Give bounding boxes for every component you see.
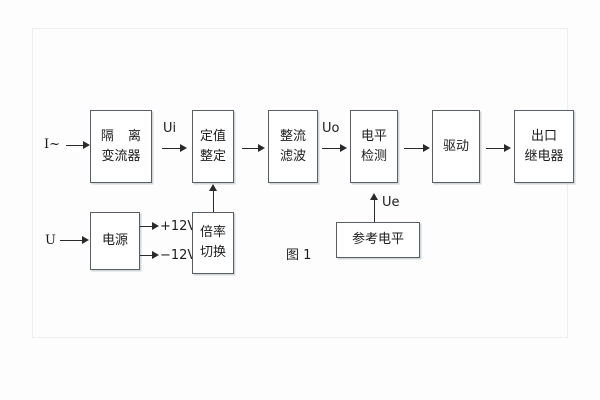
connector-current-to-isolation [66, 145, 84, 146]
block-setting-value-line1: 定值 [199, 128, 226, 144]
block-drive-line1: 驱动 [442, 138, 469, 154]
signal-ue-label: Ue [382, 195, 400, 210]
block-output-relay[interactable]: 出口 继电器 [514, 110, 574, 183]
block-power-supply-line1: 电源 [101, 233, 128, 249]
block-level-detection-line1: 电平 [360, 128, 387, 144]
connector-voltage-to-power [60, 240, 83, 241]
block-drive[interactable]: 驱动 [432, 110, 480, 183]
block-isolation-transformer[interactable]: 隔 离 变流器 [90, 110, 152, 183]
figure-caption: 图 1 [286, 248, 312, 263]
signal-ui-label: Ui [163, 121, 177, 136]
connector-setting-to-rectifier [242, 148, 259, 149]
rail-negative-label: −12V [160, 248, 197, 263]
signal-uo-label: Uo [322, 121, 340, 136]
arrow-right-icon [258, 144, 265, 152]
block-output-relay-line2: 继电器 [524, 148, 564, 164]
block-reference-level[interactable]: 参考电平 [336, 222, 420, 258]
block-isolation-transformer-line2: 变流器 [101, 148, 141, 164]
block-setting-value-line2: 整定 [199, 148, 226, 164]
block-isolation-transformer-line1: 隔 离 [100, 128, 147, 144]
arrow-up-icon [370, 193, 378, 200]
block-rectifier-filter[interactable]: 整流 滤波 [268, 110, 318, 183]
connector-power-negative-rail [140, 255, 155, 256]
connector-power-positive-rail [140, 226, 155, 227]
block-rectifier-filter-line1: 整流 [279, 128, 306, 144]
rail-positive-label: +12V [160, 219, 197, 234]
arrow-right-icon [83, 141, 90, 149]
block-reference-level-line1: 参考电平 [351, 232, 404, 248]
block-rectifier-filter-line2: 滤波 [279, 148, 306, 164]
current-input-label: I~ [44, 137, 61, 152]
connector-ratio-to-setting [213, 191, 214, 212]
connector-reference-to-level [374, 200, 375, 222]
voltage-input-label: U [45, 233, 56, 248]
arrow-right-icon [82, 236, 89, 244]
connector-drive-to-relay [486, 148, 505, 149]
connector-rectifier-to-level [322, 148, 341, 149]
block-output-relay-line1: 出口 [530, 128, 557, 144]
arrow-right-icon [152, 222, 159, 230]
arrow-right-icon [423, 144, 430, 152]
figure-frame [32, 28, 568, 338]
arrow-up-icon [209, 184, 217, 191]
arrow-right-icon [504, 144, 511, 152]
arrow-right-icon [340, 144, 347, 152]
block-setting-value[interactable]: 定值 整定 [192, 110, 234, 183]
arrow-right-icon [180, 144, 187, 152]
connector-level-to-drive [404, 148, 424, 149]
block-power-supply[interactable]: 电源 [90, 212, 140, 270]
block-ratio-switch[interactable]: 倍率 切换 [192, 212, 234, 274]
arrow-right-icon [152, 251, 159, 259]
block-level-detection-line2: 检测 [360, 148, 387, 164]
connector-isolation-to-setting [162, 148, 181, 149]
block-ratio-switch-line2: 切换 [199, 245, 226, 260]
block-ratio-switch-line1: 倍率 [199, 225, 226, 241]
block-level-detection[interactable]: 电平 检测 [350, 110, 398, 183]
